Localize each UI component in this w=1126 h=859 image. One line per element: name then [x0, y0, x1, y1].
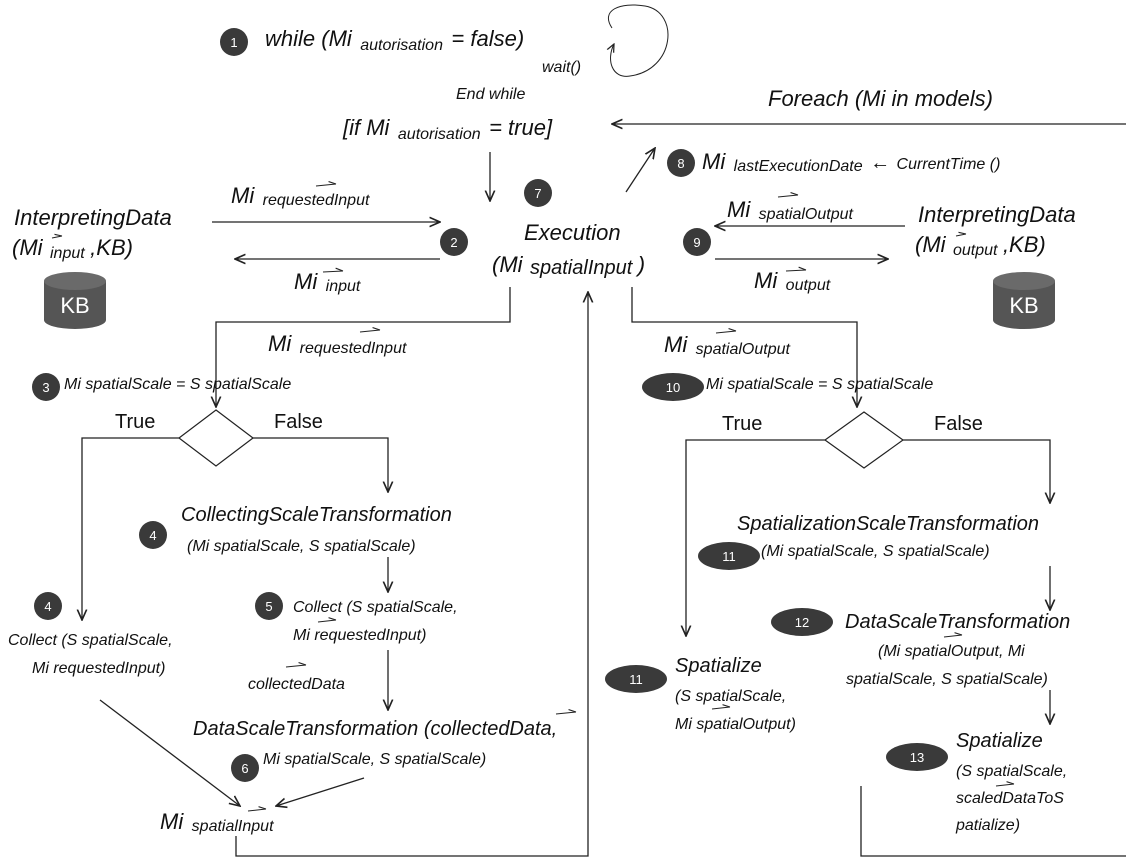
step-badge-12: [771, 608, 833, 636]
right-true-path: [686, 439, 825, 636]
collect-a-line1: Collect (S spatialScale,: [8, 632, 173, 649]
while-self-loop-arrow: [608, 4, 669, 77]
left-decision-diamond: [178, 409, 254, 467]
left-interpreting-data-title: InterpretingData: [14, 205, 172, 230]
right-false-label: False: [934, 413, 983, 435]
collect-b-line2: Mi requestedInput): [293, 627, 426, 644]
left-interpreting-data-args: (Mi input ,KB): [12, 235, 133, 262]
spatialize-b-line2: (S spatialScale,: [956, 763, 1067, 780]
left-dst-line1: DataScaleTransformation (collectedData,: [193, 718, 557, 740]
left-kb-database-icon: KB: [44, 272, 106, 329]
collect-a-to-spatial-input-arrow: [99, 699, 240, 806]
step-badge-7-number: 7: [534, 186, 541, 201]
spatialization-scale-transformation-title: SpatializationScaleTransformation: [737, 513, 1039, 535]
step-badge-11b: [605, 665, 667, 693]
execution-title: Execution: [524, 220, 621, 245]
spatialization-scale-transformation-args: (Mi spatialScale, S spatialScale): [761, 543, 990, 560]
step-badge-10-number: 10: [666, 380, 680, 395]
spatialize-a-line3: Mi spatialOutput): [675, 716, 796, 733]
step-badge-11a: [698, 542, 760, 570]
right-dst-line2: (Mi spatialOutput, Mi: [878, 643, 1025, 660]
right-condition-text: Mi spatialScale = S spatialScale: [706, 376, 933, 393]
collecting-scale-transformation-args: (Mi spatialScale, S spatialScale): [187, 538, 416, 555]
step-badge-1-number: 1: [230, 35, 237, 50]
foreach-label: Foreach (Mi in models): [768, 86, 993, 111]
right-dst-line3: spatialScale, S spatialScale): [846, 671, 1048, 688]
dst-to-spatial-input-arrow: [276, 777, 365, 806]
wait-call: wait(): [542, 59, 581, 76]
step-badge-4b-number: 4: [44, 599, 51, 614]
step-badge-9: [683, 228, 711, 256]
right-false-path: [903, 439, 1050, 503]
step-badge-6: [231, 754, 259, 782]
step-badge-10: [642, 373, 704, 401]
right-dst-title: DataScaleTransformation: [845, 611, 1070, 633]
step-badge-6-number: 6: [241, 761, 248, 776]
mi-spatial-input-result: Mi spatialInput: [160, 809, 274, 835]
edge-right-output: Mi output: [754, 268, 831, 294]
step-badge-4b: [34, 592, 62, 620]
step-badge-8: [667, 149, 695, 177]
execution-args: (Mi spatialInput ): [492, 252, 645, 279]
step-badge-5: [255, 592, 283, 620]
right-interpreting-data-title: InterpretingData: [918, 202, 1076, 227]
step-badge-3-number: 3: [42, 380, 49, 395]
spatialize-b-bottom-line: [860, 786, 1126, 857]
step-badge-2: [440, 228, 468, 256]
last-execution-date-assignment: Mi lastExecutionDate ← CurrentTime (): [702, 149, 1000, 175]
collect-a-line2: Mi requestedInput): [32, 660, 165, 677]
step-badge-11a-number: 11: [722, 549, 736, 564]
spatialize-a-title: Spatialize: [675, 655, 762, 677]
spatialize-a-line2: (S spatialScale,: [675, 688, 786, 705]
edge-left-requested-input: Mi requestedInput: [231, 183, 370, 209]
step-badge-1: [220, 28, 248, 56]
left-false-label: False: [274, 411, 323, 433]
edge-left-requested-input-2: Mi requestedInput: [268, 331, 407, 357]
execution-to-step8-arrow: [625, 148, 655, 193]
edge-right-spatial-output: Mi spatialOutput: [727, 197, 854, 223]
spatialize-b-title: Spatialize: [956, 730, 1043, 752]
left-condition-text: Mi spatialScale = S spatialScale: [64, 376, 291, 393]
edge-collected-data: collectedData: [248, 676, 345, 693]
left-false-path: [253, 437, 388, 492]
left-dst-line2: Mi spatialScale, S spatialScale): [263, 751, 486, 768]
step-badge-3: [32, 373, 60, 401]
collect-b-line1: Collect (S spatialScale,: [293, 599, 458, 616]
if-condition: [if Mi autorisation = true]: [342, 115, 553, 143]
end-while-label: End while: [456, 86, 525, 103]
execution-to-right-condition-line: [631, 287, 857, 407]
step-badge-9-number: 9: [693, 235, 700, 250]
while-condition: while (Mi autorisation = false): [265, 26, 524, 54]
step-badge-11b-number: 11: [629, 672, 643, 687]
right-true-label: True: [722, 413, 762, 435]
spatialize-b-line3: scaledDataToS: [956, 790, 1064, 807]
edge-right-spatial-output-2: Mi spatialOutput: [664, 332, 791, 358]
step-badge-4a-number: 4: [149, 528, 156, 543]
step-badge-8-number: 8: [677, 156, 684, 171]
step-badge-12-number: 12: [795, 615, 809, 630]
spatialize-b-line4: patialize): [955, 817, 1020, 834]
step-badge-7: [524, 179, 552, 207]
step-badge-4a: [139, 521, 167, 549]
execution-to-left-condition-line: [216, 287, 511, 407]
left-kb-label: KB: [60, 293, 89, 318]
step-badge-13-number: 13: [910, 750, 924, 765]
spatial-input-back-to-execution: [235, 292, 588, 857]
right-kb-label: KB: [1009, 293, 1038, 318]
step-badge-13: [886, 743, 948, 771]
step-badge-5-number: 5: [265, 599, 272, 614]
right-decision-diamond: [823, 411, 905, 469]
edge-left-input: Mi input: [294, 269, 361, 295]
right-kb-database-icon: KB: [993, 272, 1055, 329]
left-true-path: [82, 437, 179, 620]
right-interpreting-data-args: (Mi output ,KB): [915, 232, 1046, 259]
left-true-label: True: [115, 411, 155, 433]
collecting-scale-transformation-title: CollectingScaleTransformation: [181, 504, 452, 526]
step-badge-2-number: 2: [450, 235, 457, 250]
